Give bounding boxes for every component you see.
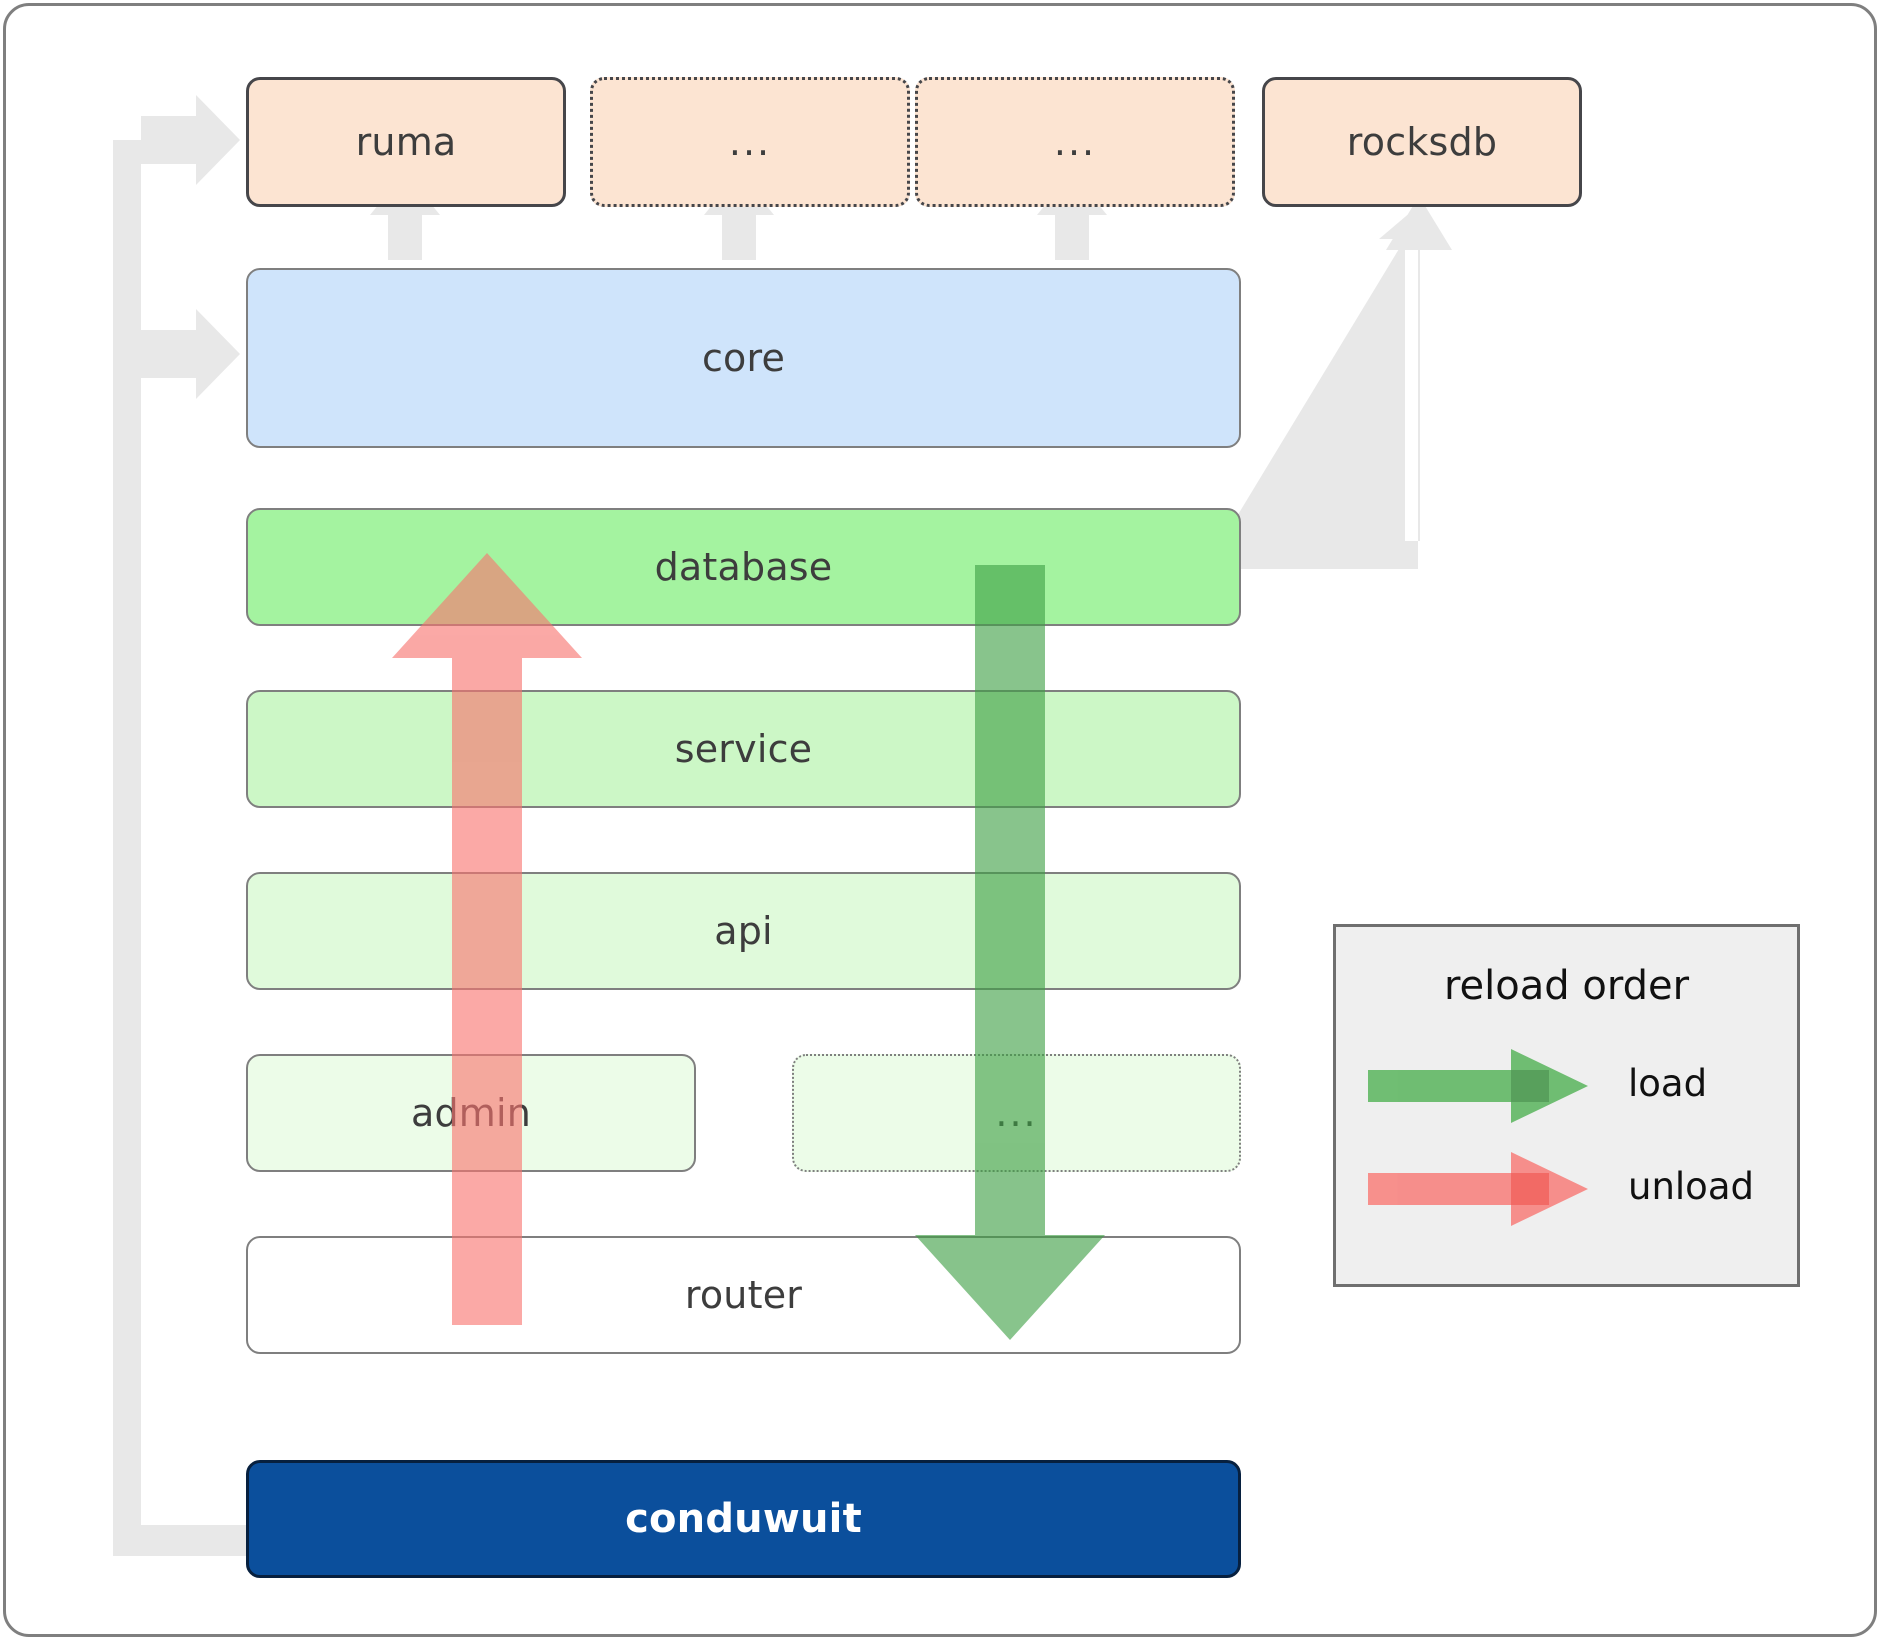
node-ruma[interactable]: ruma — [246, 77, 566, 207]
legend-label-load: load — [1628, 1062, 1708, 1105]
node-core-label: core — [701, 336, 786, 380]
node-admin-ellipsis-label: ... — [995, 1091, 1038, 1135]
node-database[interactable]: database — [246, 508, 1241, 626]
node-router-label: router — [684, 1273, 803, 1317]
legend-box: reload order load unload — [1333, 924, 1800, 1287]
legend-title: reload order — [1443, 963, 1690, 1009]
node-admin-ellipsis[interactable]: ... — [792, 1054, 1241, 1172]
node-api-label: api — [714, 909, 773, 953]
node-conduwuit-label: conduwuit — [625, 1496, 862, 1542]
legend-arrow-swatches — [1368, 1049, 1588, 1226]
node-admin-label: admin — [410, 1091, 532, 1135]
legend-load-swatch — [1368, 1049, 1588, 1123]
node-rocksdb[interactable]: rocksdb — [1262, 77, 1582, 207]
node-ruma-label: ruma — [355, 120, 457, 164]
node-router[interactable]: router — [246, 1236, 1241, 1354]
legend-label-unload: unload — [1628, 1165, 1754, 1208]
legend-unload-swatch — [1368, 1152, 1588, 1226]
node-admin[interactable]: admin — [246, 1054, 696, 1172]
node-top-ellipsis-1[interactable]: ... — [590, 77, 910, 207]
node-top-ellipsis-1-label: ... — [728, 120, 772, 164]
node-core[interactable]: core — [246, 268, 1241, 448]
node-top-ellipsis-2[interactable]: ... — [915, 77, 1235, 207]
node-api[interactable]: api — [246, 872, 1241, 990]
node-service[interactable]: service — [246, 690, 1241, 808]
node-rocksdb-label: rocksdb — [1346, 120, 1498, 164]
node-database-label: database — [654, 545, 833, 589]
node-conduwuit[interactable]: conduwuit — [246, 1460, 1241, 1578]
node-top-ellipsis-2-label: ... — [1053, 120, 1097, 164]
diagram-frame — [3, 3, 1877, 1637]
node-service-label: service — [674, 727, 813, 771]
